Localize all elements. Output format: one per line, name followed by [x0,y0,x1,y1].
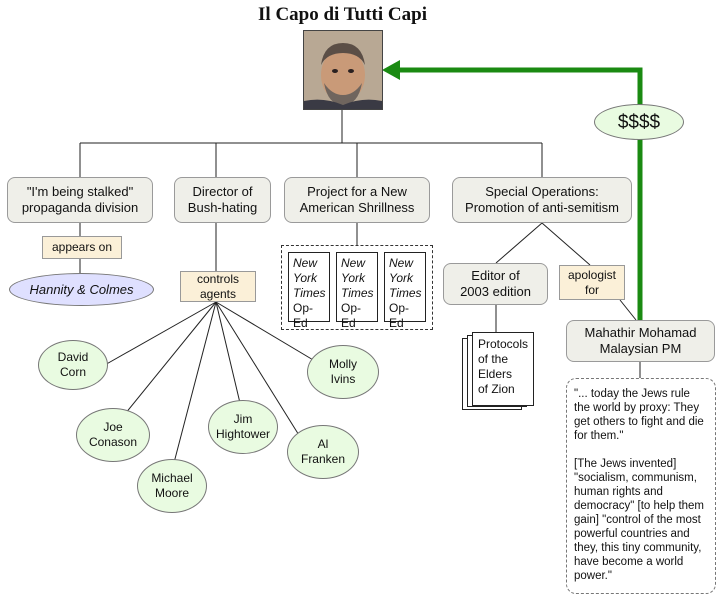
oped-page: New York Times Op-Ed [288,252,330,330]
oped-text: Times [389,286,422,300]
protocols-text: Protocols [478,337,529,351]
agent-joe-conason: Joe Conason [76,408,150,462]
quote-paragraph: "... today the Jews rule the world by pr… [574,388,704,442]
agent-name: Franken [300,452,346,466]
division-stalked: "I'm being stalked" propaganda division [7,177,153,223]
protocols-text: of Zion [478,382,515,396]
agent-david-corn: David Corn [38,340,108,390]
agent-jim-hightower: Jim Hightower [208,400,278,454]
agent-michael-moore: Michael Moore [137,459,207,513]
oped-text: Op-Ed [341,301,362,330]
protocols-document: Protocols of the Elders of Zion [472,332,534,406]
division-label: Director of [192,184,253,199]
editor-label: Editor of [471,268,520,283]
agent-name: Corn [59,365,86,379]
quote-paragraph: [The Jews invented] "socialism, communis… [574,458,705,582]
controls-text: controls [196,271,240,286]
oped-text: Times [341,286,374,300]
division-label: "I'm being stalked" [26,184,134,199]
division-label: Bush-hating [187,200,258,215]
division-label: Promotion of anti-semitism [465,200,619,215]
oped-page: New York Times Op-Ed [336,252,378,330]
editor-label: 2003 edition [460,284,531,299]
agent-name: Joe [103,420,123,434]
mahathir-label: Mahathir Mohamad [584,325,697,340]
oped-text: York [293,271,318,285]
oped-text: York [389,271,414,285]
mahathir-label: Malaysian PM [599,341,682,356]
oped-text: New [293,256,318,270]
agent-name: Michael [151,471,193,485]
boss-portrait [303,30,383,110]
division-special-operations: Special Operations: Promotion of anti-se… [452,177,632,223]
protocols-text: Elders [478,367,513,381]
mahathir-quote: "... today the Jews rule the world by pr… [566,378,716,594]
money-node: $$$$ [594,104,684,140]
hannity-colmes-node: Hannity & Colmes [9,273,154,306]
mahathir-node: Mahathir Mohamad Malaysian PM [566,320,715,362]
agent-name: Molly [328,357,357,371]
oped-page: New York Times Op-Ed [384,252,426,330]
oped-text: Times [293,286,326,300]
agent-name: David [57,350,89,364]
agent-name: Jim [233,412,253,426]
division-label: Project for a New [307,184,407,199]
oped-text: Op-Ed [389,301,410,330]
agent-name: Al [317,437,329,451]
appears-on-label: appears on [42,236,122,259]
agent-molly-ivins: Molly Ivins [307,345,379,399]
oped-group: New York Times Op-Ed New York Times Op-E… [281,245,433,330]
division-label: propaganda division [21,200,139,215]
chart-title: Il Capo di Tutti Capi [258,4,427,25]
agent-name: Moore [154,486,189,500]
protocols-text: of the [478,352,509,366]
agent-name: Ivins [330,372,356,386]
agent-name: Conason [88,435,138,449]
agents-text: agents [199,286,237,301]
apologist-label: apologist for [559,265,625,300]
division-label: American Shrillness [299,200,415,215]
oped-text: New [341,256,366,270]
division-label: Special Operations: [485,184,599,199]
division-bush-hating: Director of Bush-hating [174,177,271,223]
agent-name: Hightower [215,427,271,441]
oped-text: Op-Ed [293,301,314,330]
oped-text: New [389,256,414,270]
apologist-text: for [584,282,599,297]
editor-node: Editor of 2003 edition [443,263,548,305]
apologist-text: apologist [567,267,617,282]
controls-agents-label: controls agents [180,271,256,302]
division-shrillness: Project for a New American Shrillness [284,177,430,223]
agent-al-franken: Al Franken [287,425,359,479]
oped-text: York [341,271,366,285]
